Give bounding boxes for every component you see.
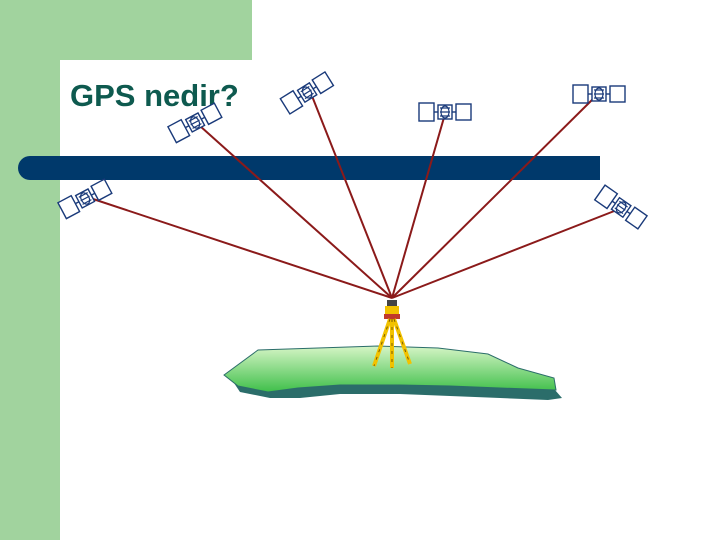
title-background [60,60,272,140]
signal-line-2 [199,125,393,299]
blue-divider-bar [18,156,600,180]
terrain-island [223,345,557,393]
satellite-icon [594,184,649,231]
terrain-island-icon [223,345,562,400]
satellite-icon [418,102,472,122]
signal-line-4 [391,113,446,299]
signal-line-1 [89,197,393,299]
gps-receiver-tripod-icon [372,300,412,368]
left-green-band [0,0,60,540]
satellite-icon [279,70,335,115]
signal-line-3 [311,95,393,299]
signal-lines [89,93,623,299]
satellite-icon [167,101,223,144]
satellite-icon [572,84,626,104]
signal-line-6 [391,207,623,299]
satellite-icon [57,177,113,220]
signal-line-5 [391,93,599,299]
top-green-band [60,0,252,60]
